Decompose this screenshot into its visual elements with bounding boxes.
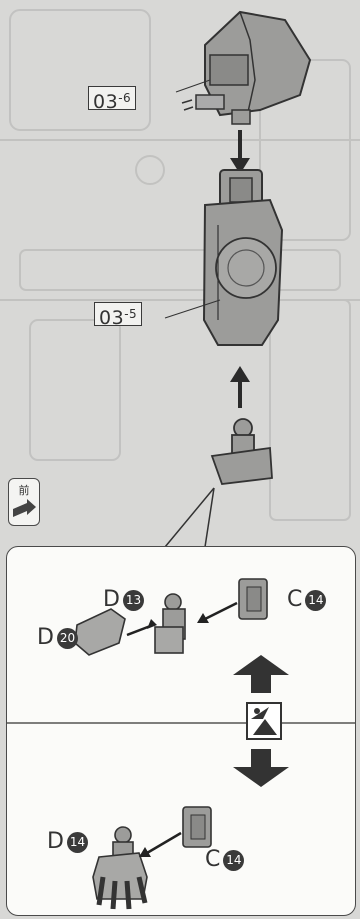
front-label: 前 (18, 484, 30, 497)
part-label-03-5: 03-5 (94, 302, 143, 329)
part-label-03-6: 03-6 (88, 86, 137, 113)
front-direction-arrow-icon (13, 499, 36, 517)
detail-art (7, 578, 355, 910)
front-indicator: 前 (8, 478, 40, 526)
